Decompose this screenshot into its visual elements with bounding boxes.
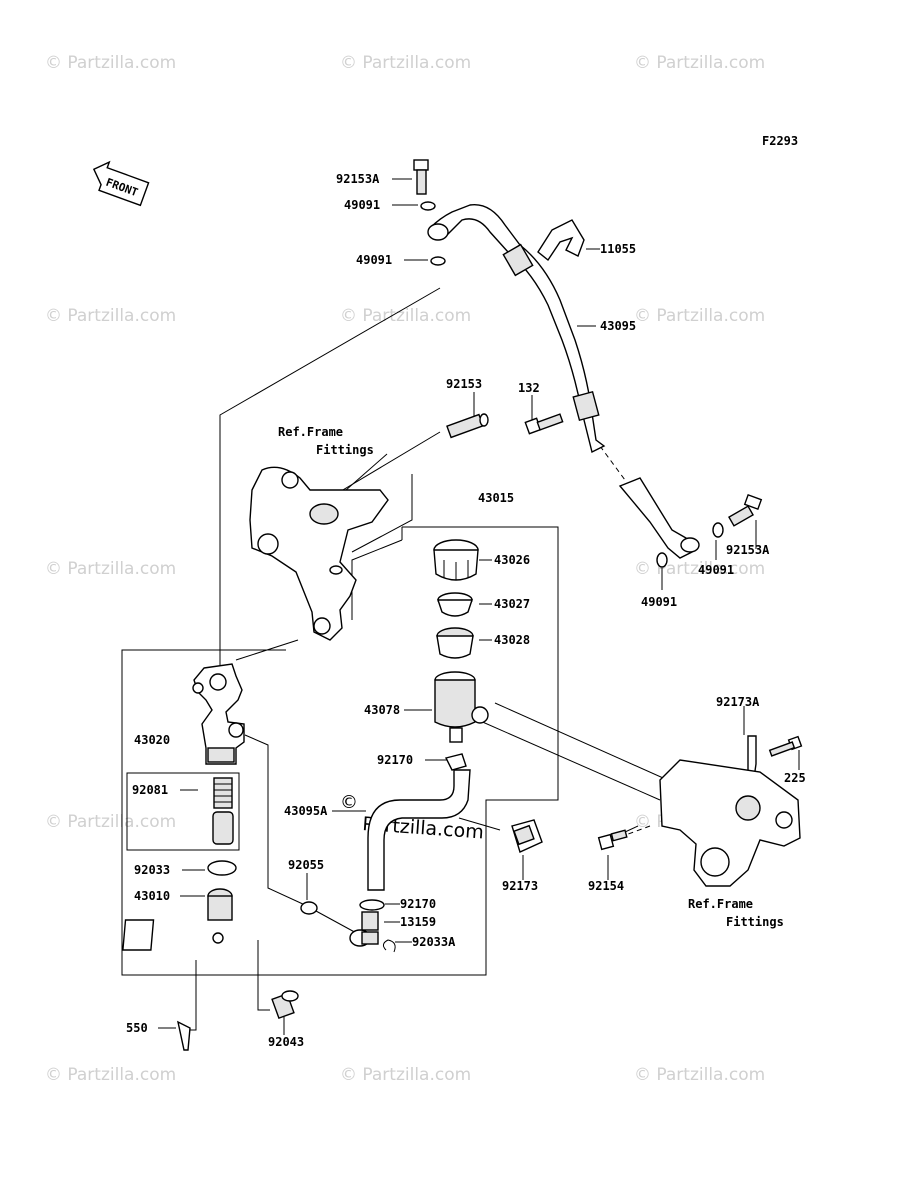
part-labels: 92153A 49091 49091 11055 43095 132 92153… — [126, 172, 806, 1049]
figure-code: F2293 — [762, 134, 798, 148]
watermark: © Partzilla.com — [634, 53, 765, 73]
banjo-bolt-icon — [413, 159, 429, 195]
reservoir-hose-icon — [367, 769, 471, 891]
label-92153A: 92153A — [726, 543, 770, 557]
frame-bracket-icon — [659, 759, 801, 887]
watermark: © Partzilla.com — [45, 559, 176, 579]
hose-clamp-icon — [511, 819, 543, 853]
label-43095: 43095 — [600, 319, 636, 333]
washer-icon — [420, 201, 436, 211]
hose-clip-icon — [537, 219, 585, 262]
bolt-icon — [524, 413, 564, 435]
label-132: 132 — [518, 381, 540, 395]
assembly-boxes — [121, 526, 559, 976]
label-92033A: 92033A — [412, 935, 456, 949]
label-43028: 43028 — [494, 633, 530, 647]
pin-icon — [271, 990, 299, 1020]
reservoir-cap-icon — [433, 539, 479, 581]
hose-clamp-icon — [444, 753, 467, 771]
washer-icon — [712, 522, 724, 538]
hose-clamp-icon — [359, 899, 385, 911]
ref-frame-bottom-line2: Fittings — [726, 915, 784, 929]
label-92081: 92081 — [132, 783, 168, 797]
bolt-icon — [446, 413, 489, 439]
pushrod-icon — [122, 888, 233, 951]
label-43015: 43015 — [478, 491, 514, 505]
label-92153A: 92153A — [336, 172, 380, 186]
watermark: © Partzilla.com — [340, 53, 471, 73]
spring-icon — [212, 777, 234, 845]
label-92170: 92170 — [377, 753, 413, 767]
label-92055: 92055 — [288, 858, 324, 872]
circlip-icon — [382, 939, 396, 953]
watermark: © Partzilla.com — [45, 812, 176, 832]
label-43020: 43020 — [134, 733, 170, 747]
watermark: © Partzilla.com — [634, 1065, 765, 1085]
leader-lines — [158, 178, 800, 1035]
label-43027: 43027 — [494, 597, 530, 611]
fitting-icon — [349, 911, 379, 947]
label-550: 550 — [126, 1021, 148, 1035]
banjo-bolt-icon — [728, 494, 763, 527]
label-92043: 92043 — [268, 1035, 304, 1049]
diaphragm-plate-icon — [437, 592, 473, 617]
label-92154: 92154 — [588, 879, 624, 893]
watermark: © Partzilla.com — [45, 306, 176, 326]
master-cylinder-icon — [192, 663, 245, 765]
center-watermark-symbol: © — [340, 792, 358, 813]
watermark: © Partzilla.com — [45, 53, 176, 73]
label-92173: 92173 — [502, 879, 538, 893]
brake-hose-icon — [427, 203, 606, 454]
watermark: © Partzilla.com — [45, 1065, 176, 1085]
label-43095A: 43095A — [284, 804, 328, 818]
label-49091: 49091 — [344, 198, 380, 212]
label-43026: 43026 — [494, 553, 530, 567]
cotter-pin-icon — [177, 1020, 191, 1051]
parts-drawings — [122, 159, 803, 1051]
label-92170: 92170 — [400, 897, 436, 911]
ref-frame-top-line1: Ref.Frame — [278, 425, 343, 439]
bolt-icon — [597, 829, 628, 851]
label-49091: 49091 — [356, 253, 392, 267]
ref-frame-bottom-line1: Ref.Frame — [688, 897, 753, 911]
watermark: © Partzilla.com — [634, 306, 765, 326]
watermark: © Partzilla.com — [340, 306, 471, 326]
ref-frame-top-line2: Fittings — [316, 443, 374, 457]
watermark: © Partzilla.com — [340, 1065, 471, 1085]
diaphragm-icon — [436, 627, 474, 659]
label-92033: 92033 — [134, 863, 170, 877]
label-92173A: 92173A — [716, 695, 760, 709]
label-92153: 92153 — [446, 377, 482, 391]
hose-fitting-icon — [618, 477, 700, 559]
washer-icon — [430, 256, 446, 266]
label-11055: 11055 — [600, 242, 636, 256]
label-49091: 49091 — [641, 595, 677, 609]
o-ring-icon — [300, 901, 318, 915]
label-225: 225 — [784, 771, 806, 785]
washer-icon — [656, 552, 668, 568]
label-49091: 49091 — [698, 563, 734, 577]
label-43078: 43078 — [364, 703, 400, 717]
reservoir-icon — [434, 671, 489, 743]
front-arrow-icon: FRONT — [92, 160, 150, 207]
circlip-icon — [207, 860, 237, 876]
label-13159: 13159 — [400, 915, 436, 929]
frame-bracket-icon — [249, 466, 389, 641]
label-43010: 43010 — [134, 889, 170, 903]
